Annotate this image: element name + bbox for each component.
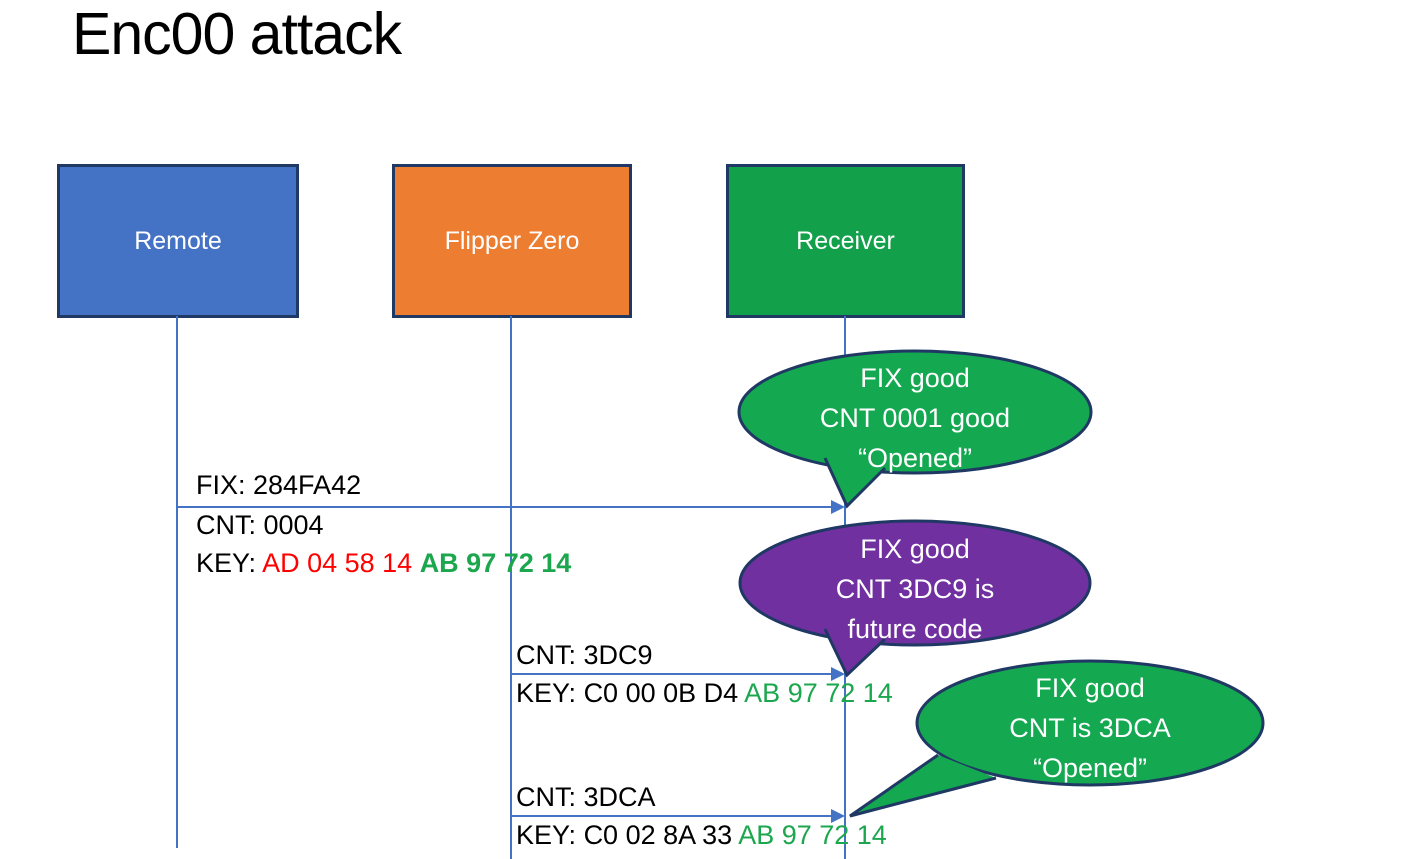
speech-bubble-shape: [849, 659, 1265, 818]
key-bytes-red: AD 04 58 14: [262, 548, 413, 578]
bubble-tail: [823, 457, 887, 509]
actor-label-flipper-zero: Flipper Zero: [444, 226, 580, 255]
message-3-key-label: KEY: C0 02 8A 33 AB 97 72 14: [516, 820, 887, 851]
lifeline-remote: [176, 316, 178, 848]
bubble-tail: [849, 753, 997, 818]
key-bytes-green: AB 97 72 14: [744, 678, 893, 708]
key-prefix: KEY:: [516, 678, 577, 708]
speech-bubble-3: FIX good CNT is 3DCA “Opened”: [838, 658, 1268, 822]
bubble-text: FIX good CNT 3DC9 is future code: [733, 529, 1097, 649]
bubble-line: future code: [847, 614, 983, 644]
message-3-cnt-label: CNT: 3DCA: [516, 782, 656, 812]
page-title: Enc00 attack: [72, 1, 402, 67]
key-bytes-green: AB 97 72 14: [738, 820, 887, 850]
message-arrow-2: [511, 673, 833, 675]
message-arrow-1: [177, 506, 833, 508]
message-arrow-3: [511, 815, 833, 817]
bubble-ellipse: [915, 659, 1265, 787]
key-bytes-black: C0 00 0B D4: [583, 678, 739, 708]
speech-bubble-1: FIX good CNT 0001 good “Opened”: [733, 348, 1097, 510]
message-2-cnt-label: CNT: 3DC9: [516, 640, 653, 670]
arrow-head-icon: [831, 809, 845, 823]
bubble-tail: [823, 628, 887, 678]
key-prefix: KEY:: [516, 820, 577, 850]
actor-box-flipper-zero: Flipper Zero: [392, 164, 632, 318]
message-1-fix-label: FIX: 284FA42: [196, 470, 362, 500]
actor-label-receiver: Receiver: [796, 226, 895, 255]
message-1-cnt-label: CNT: 0004: [196, 510, 324, 540]
bubble-line: CNT 3DC9 is: [835, 574, 995, 604]
key-bytes-green: AB 97 72 14: [419, 548, 572, 578]
bubble-line: FIX good: [860, 534, 970, 564]
speech-bubble-shape: [738, 519, 1092, 678]
bubble-ellipse: [737, 349, 1093, 475]
bubble-line: FIX good: [1035, 673, 1145, 703]
bubble-line: FIX good: [860, 363, 970, 393]
arrow-head-icon: [831, 667, 845, 681]
key-prefix: KEY:: [196, 548, 257, 578]
bubble-line: CNT is 3DCA: [1009, 713, 1171, 743]
message-2-key-label: KEY: C0 00 0B D4 AB 97 72 14: [516, 678, 893, 709]
actor-box-receiver: Receiver: [726, 164, 965, 318]
bubble-text: FIX good CNT 0001 good “Opened”: [733, 358, 1097, 478]
lifeline-flipper-zero: [510, 316, 512, 859]
message-1-key-label: KEY: AD 04 58 14 AB 97 72 14: [196, 548, 571, 579]
bubble-line: “Opened”: [1032, 753, 1148, 783]
actor-box-remote: Remote: [57, 164, 299, 318]
speech-bubble-shape: [737, 349, 1093, 509]
actor-label-remote: Remote: [134, 226, 222, 255]
bubble-line: “Opened”: [857, 443, 973, 473]
key-bytes-black: C0 02 8A 33: [583, 820, 733, 850]
speech-bubble-2: FIX good CNT 3DC9 is future code: [733, 517, 1097, 679]
bubble-text: FIX good CNT is 3DCA “Opened”: [910, 668, 1270, 788]
bubble-line: CNT 0001 good: [819, 403, 1011, 433]
bubble-ellipse: [738, 519, 1092, 647]
arrow-head-icon: [831, 500, 845, 514]
